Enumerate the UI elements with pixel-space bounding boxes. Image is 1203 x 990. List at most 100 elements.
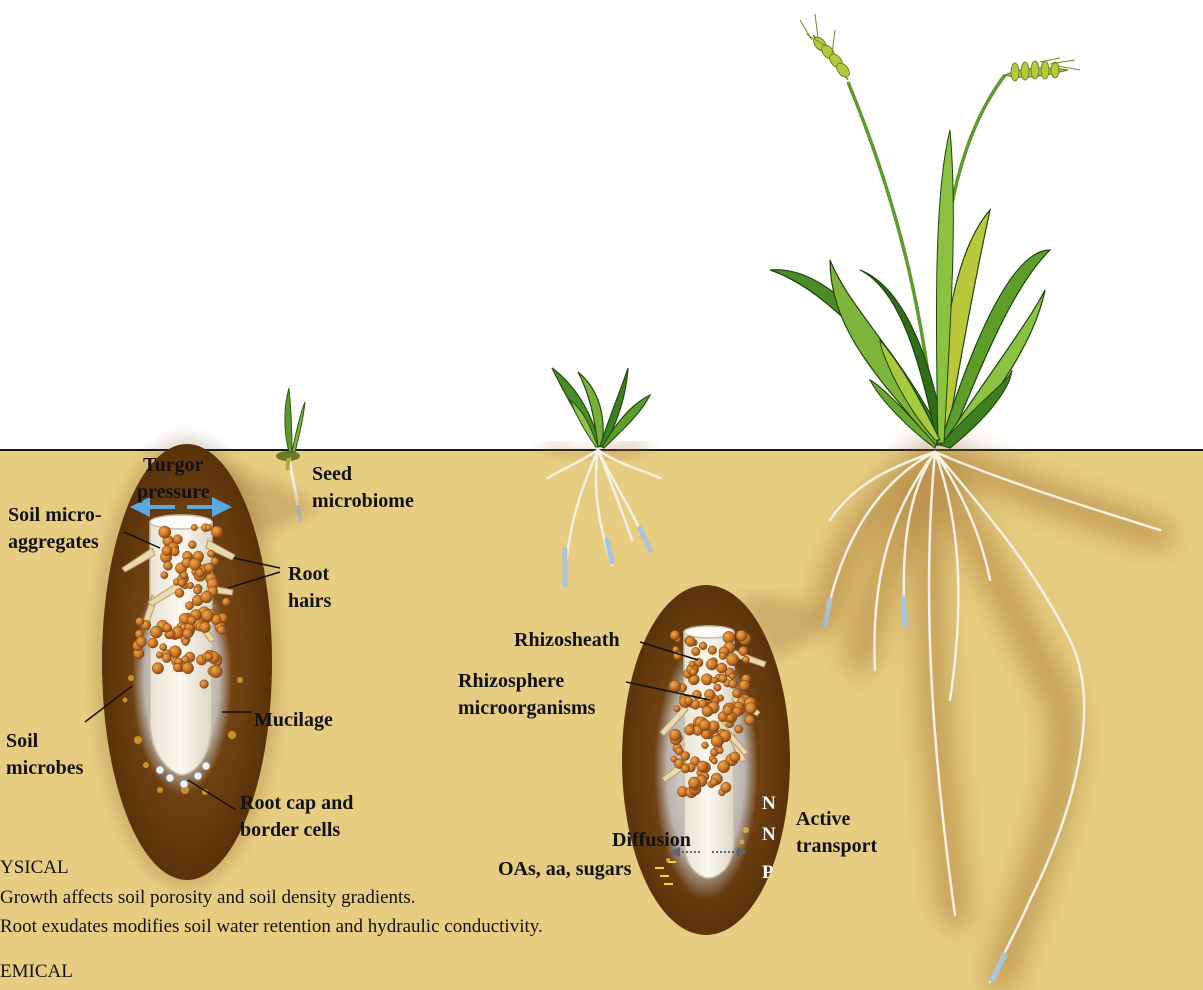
wheat-ear-right bbox=[1005, 58, 1080, 81]
soil-aggregate bbox=[702, 742, 709, 749]
soil-aggregate bbox=[201, 610, 213, 622]
soil-aggregate bbox=[200, 622, 211, 633]
label-rhizosheath: Rhizosheath bbox=[514, 627, 620, 654]
soil-aggregate bbox=[735, 725, 743, 733]
soil-aggregate bbox=[161, 572, 168, 579]
soil-aggregate bbox=[706, 659, 717, 670]
soil-aggregate bbox=[699, 720, 710, 731]
soil-aggregate bbox=[717, 663, 727, 673]
label-nutrient-p: P bbox=[762, 859, 774, 886]
soil-aggregate bbox=[148, 638, 158, 648]
soil-aggregate bbox=[205, 525, 211, 531]
soil-aggregate bbox=[710, 779, 718, 787]
soil-aggregate bbox=[684, 697, 692, 705]
soil-aggregate bbox=[717, 747, 723, 753]
soil-aggregate bbox=[183, 629, 193, 639]
label-nutrient-n-1: N bbox=[762, 790, 776, 817]
soil-aggregate bbox=[208, 550, 215, 557]
soil-aggregate bbox=[739, 646, 748, 655]
label-root-cap-border-cells: Root cap and border cells bbox=[240, 790, 353, 844]
label-nutrient-n-2: N bbox=[762, 821, 776, 848]
soil-aggregate bbox=[727, 654, 739, 666]
soil-aggregate bbox=[205, 653, 213, 661]
soil-aggregate bbox=[173, 663, 182, 672]
soil-aggregate bbox=[164, 561, 173, 570]
soil-aggregate bbox=[681, 752, 690, 761]
wheat-ear-left bbox=[800, 14, 852, 80]
soil-aggregate bbox=[742, 656, 749, 663]
soil-aggregate bbox=[136, 637, 147, 648]
soil-aggregate bbox=[191, 524, 197, 530]
soil-aggregate bbox=[739, 680, 750, 691]
note-physical-line-2: Root exudates modifies soil water retent… bbox=[0, 916, 543, 938]
soil-aggregate bbox=[178, 579, 186, 587]
soil-aggregate bbox=[159, 526, 171, 538]
soil-aggregate bbox=[182, 639, 189, 646]
soil-aggregate bbox=[711, 677, 717, 683]
soil-aggregate bbox=[187, 582, 194, 589]
soil-aggregate bbox=[194, 586, 202, 594]
soil-aggregate bbox=[136, 617, 144, 625]
soil-aggregate bbox=[721, 782, 731, 792]
soil-aggregate bbox=[719, 652, 726, 659]
soil-aggregate bbox=[150, 626, 162, 638]
label-diffusion: Diffusion bbox=[612, 827, 691, 854]
soil-aggregate bbox=[173, 535, 182, 544]
soil-aggregate bbox=[702, 706, 713, 717]
soil-aggregate bbox=[708, 646, 717, 655]
label-soil-microbes: Soil microbes bbox=[6, 728, 83, 782]
soil-aggregate bbox=[152, 663, 163, 674]
soil-aggregate bbox=[201, 591, 213, 603]
soil-aggregate bbox=[689, 661, 695, 667]
soil-aggregate bbox=[187, 616, 196, 625]
soil-aggregate bbox=[217, 626, 226, 635]
soil-aggregate bbox=[714, 684, 721, 691]
soil-aggregate bbox=[211, 526, 222, 537]
soil-aggregate bbox=[719, 674, 728, 683]
soil-aggregate bbox=[690, 668, 697, 675]
soil-aggregate bbox=[681, 764, 690, 773]
soil-aggregate bbox=[160, 644, 167, 651]
label-rhizosphere-microorganisms: Rhizosphere microorganisms bbox=[458, 668, 595, 722]
soil-aggregate bbox=[180, 572, 188, 580]
soil-aggregate bbox=[669, 729, 681, 741]
soil-aggregate bbox=[729, 673, 735, 679]
note-chemical-heading: EMICAL bbox=[0, 961, 73, 983]
soil-aggregate bbox=[733, 689, 742, 698]
soil-aggregate bbox=[697, 761, 708, 772]
soil-aggregate bbox=[182, 662, 194, 674]
soil-aggregate bbox=[205, 563, 215, 573]
soil-aggregate bbox=[685, 725, 695, 735]
soil-aggregate bbox=[162, 653, 171, 662]
label-active-transport: Active transport bbox=[796, 806, 877, 860]
soil-aggregate bbox=[692, 647, 700, 655]
soil-aggregate bbox=[200, 680, 209, 689]
soil-aggregate bbox=[175, 589, 184, 598]
note-physical-heading: YSICAL bbox=[0, 857, 69, 879]
soil-aggregate bbox=[727, 714, 735, 722]
soil-aggregate bbox=[723, 706, 733, 716]
soil-aggregate bbox=[701, 674, 712, 685]
soil-aggregate bbox=[674, 706, 680, 712]
soil-aggregate bbox=[163, 623, 172, 632]
soil-aggregate bbox=[711, 735, 723, 747]
soil-aggregate bbox=[686, 637, 696, 647]
soil-aggregate bbox=[189, 558, 201, 570]
soil-aggregate bbox=[670, 630, 680, 640]
soil-aggregate bbox=[222, 598, 230, 606]
label-root-hairs: Root hairs bbox=[288, 561, 331, 615]
label-soil-micro-aggregates: Soil micro- aggregates bbox=[8, 502, 102, 556]
label-mucilage: Mucilage bbox=[254, 707, 333, 734]
soil-aggregate bbox=[730, 752, 740, 762]
soil-aggregate bbox=[745, 715, 755, 725]
label-seed-microbiome: Seed microbiome bbox=[312, 461, 414, 515]
soil-aggregate bbox=[729, 680, 738, 689]
soil-aggregate bbox=[185, 602, 193, 610]
soil-aggregate bbox=[210, 665, 222, 677]
soil-aggregate bbox=[718, 761, 730, 773]
note-physical-line-1: Growth affects soil porosity and soil de… bbox=[0, 887, 415, 909]
soil-aggregate bbox=[189, 541, 197, 549]
label-oas-aa-sugars: OAs, aa, sugars bbox=[498, 856, 631, 883]
soil-aggregate bbox=[736, 630, 747, 641]
soil-aggregate bbox=[699, 642, 707, 650]
